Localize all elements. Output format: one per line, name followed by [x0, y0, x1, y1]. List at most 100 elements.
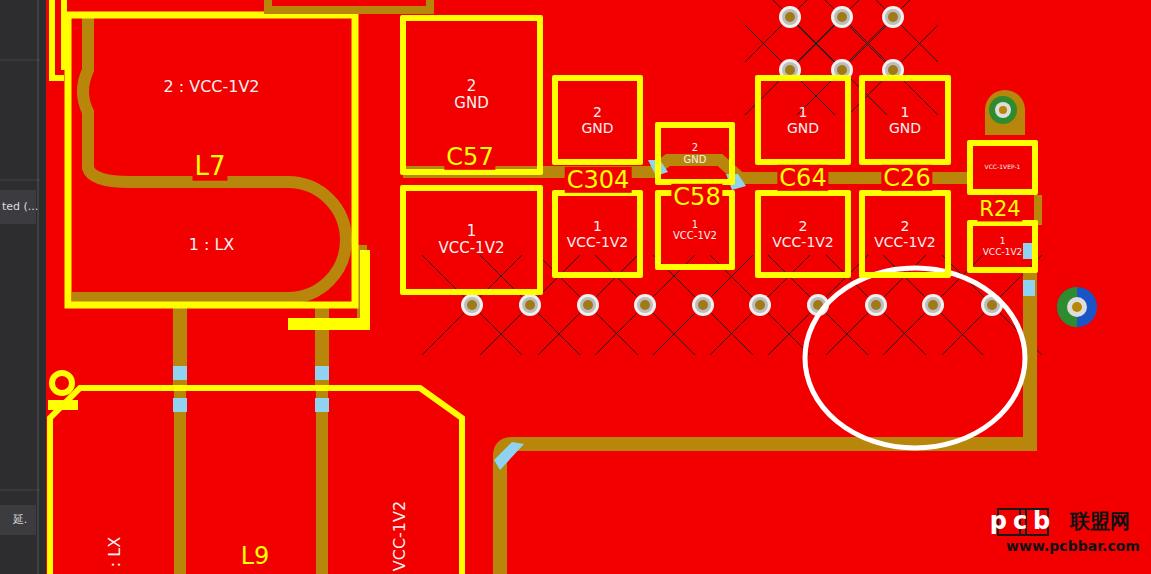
- highlight-ellipse: [805, 268, 1025, 448]
- pad-label: 2: [692, 142, 698, 154]
- copper-pad: 1GND: [859, 75, 951, 165]
- via: [987, 300, 997, 310]
- pad-label: 1 : LX: [189, 236, 235, 254]
- pad-label: GND: [889, 120, 921, 136]
- panel-line: [0, 60, 40, 61]
- via-blue: [1067, 297, 1087, 317]
- ref-designator: C26: [881, 165, 932, 191]
- via: [882, 6, 904, 28]
- mounting-mark: [52, 373, 72, 393]
- keepout-cross: [480, 255, 580, 355]
- clearance-mark: [173, 398, 187, 412]
- via: [871, 300, 881, 310]
- clearance-mark: [315, 398, 329, 412]
- pad-label: 1: [593, 218, 602, 234]
- copper-pad: VCC-1VEP-1: [967, 140, 1038, 195]
- ref-designator: R24: [977, 198, 1022, 221]
- copper-outline: [72, 15, 346, 298]
- keepout-cross: [768, 255, 868, 355]
- via: [785, 12, 795, 22]
- via: [461, 294, 483, 316]
- panel-line: [0, 180, 40, 181]
- pad-label: VCC-1VEP-1: [985, 164, 1021, 171]
- trace: [315, 305, 329, 390]
- component-outline: [50, 388, 462, 574]
- via: [698, 300, 708, 310]
- via: [779, 6, 801, 28]
- via: [928, 300, 938, 310]
- via: [888, 12, 898, 22]
- via: [464, 297, 480, 313]
- via: [692, 294, 714, 316]
- panel-line: [38, 0, 39, 574]
- via: [634, 294, 656, 316]
- via: [837, 12, 847, 22]
- via: [695, 297, 711, 313]
- panel-text: 延.: [13, 514, 28, 526]
- via: [580, 297, 596, 313]
- pad-label: : LX: [106, 537, 124, 567]
- pad-label: GND: [684, 154, 707, 166]
- pad-label: VCC-1V2: [673, 230, 717, 242]
- panel-line: [0, 490, 40, 491]
- via: [583, 300, 593, 310]
- via: [831, 6, 853, 28]
- net-label: VCC-1V2: [391, 501, 409, 571]
- keepout-cross: [653, 255, 753, 355]
- ref-designator: C64: [777, 165, 828, 191]
- keepout-cross: [745, 0, 835, 62]
- pad-label: 1: [1000, 236, 1006, 246]
- via: [525, 300, 535, 310]
- silkscreen-mark: [48, 400, 78, 410]
- watermark: 联盟网: [1070, 510, 1130, 532]
- clearance-mark: [1023, 280, 1035, 296]
- trace: [173, 305, 187, 390]
- watermark: pcb: [990, 508, 1057, 534]
- silkscreen-mark: [360, 250, 370, 330]
- pad-label: GND: [454, 95, 488, 112]
- ref-designator: C58: [671, 184, 722, 210]
- via: [888, 65, 898, 75]
- pad-label: VCC-1V2: [772, 234, 834, 250]
- silkscreen-mark: [52, 0, 64, 78]
- via: [885, 9, 901, 25]
- via-green: [989, 96, 1017, 124]
- ref-designator: C304: [565, 167, 632, 193]
- pad-label: VCC-1V2: [567, 234, 629, 250]
- copper-pad: 1GND: [755, 75, 851, 165]
- via: [782, 9, 798, 25]
- pad-label: VCC-1V2: [983, 247, 1023, 257]
- component-outline: [68, 15, 355, 305]
- clearance-mark: [494, 442, 524, 470]
- pad-label: 1: [901, 104, 910, 120]
- pad-label: 1: [467, 223, 477, 240]
- pad-label: 2: [593, 104, 602, 120]
- via: [577, 294, 599, 316]
- via: [467, 300, 477, 310]
- ref-designator: L7: [192, 152, 227, 181]
- ref-designator: L9: [241, 543, 270, 569]
- panel-row: [0, 505, 36, 535]
- pad-label: 1: [799, 104, 808, 120]
- keepout-cross: [797, 25, 887, 115]
- copper-pad: 2VCC-1V2: [859, 190, 951, 278]
- via: [522, 297, 538, 313]
- panel-text: ted (...: [2, 201, 38, 213]
- keepout-cross: [848, 0, 938, 62]
- copper-pad: 1VCC-1V2: [552, 190, 643, 278]
- copper-pad: 2GND: [552, 75, 643, 165]
- pad-label: 2: [799, 218, 808, 234]
- via: [925, 297, 941, 313]
- copper-pad: 2 : VCC-1V2: [68, 15, 355, 160]
- watermark: www.pcbbar.com: [1006, 539, 1140, 554]
- copper-pad: 1 : LX: [68, 175, 355, 315]
- via: [637, 297, 653, 313]
- clearance-mark: [315, 366, 329, 380]
- via: [834, 9, 850, 25]
- pad-label: 2: [901, 218, 910, 234]
- pad-label: 2 : VCC-1V2: [163, 78, 259, 96]
- pad-label: VCC-1V2: [439, 240, 505, 257]
- clearance-mark: [173, 366, 187, 380]
- via: [837, 65, 847, 75]
